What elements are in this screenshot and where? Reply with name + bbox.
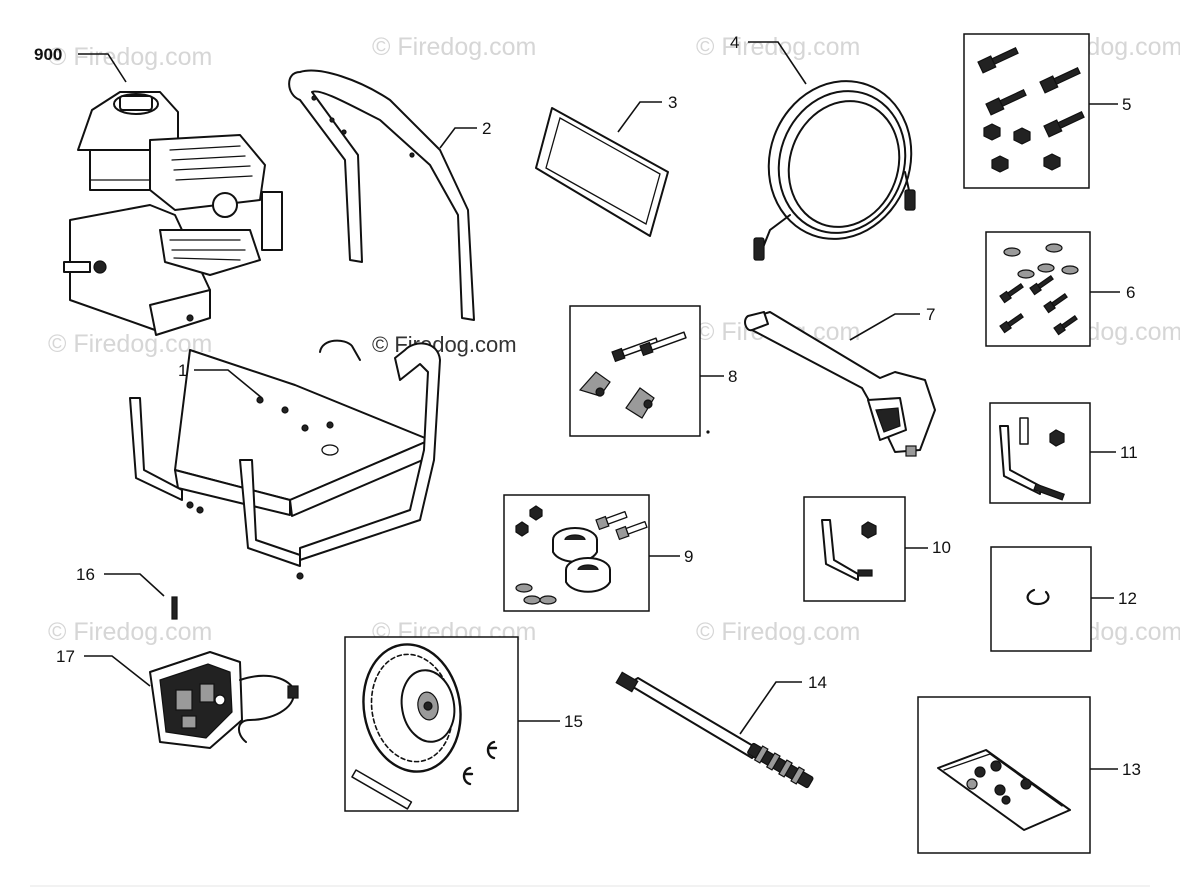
callout-label: 10	[932, 538, 951, 557]
watermark: © Firedog.com	[48, 43, 212, 71]
callout-17: 17	[56, 647, 151, 687]
credit-text: © Firedog.com	[372, 332, 517, 357]
callout-15: 15	[518, 712, 583, 731]
callout-5: 5	[1089, 95, 1131, 114]
callout-4: 4	[730, 33, 807, 85]
part-engine-900[interactable]	[63, 91, 283, 336]
part-bolts-5[interactable]	[963, 33, 1090, 189]
part-wand-14[interactable]	[615, 671, 814, 790]
watermarks: © Firedog.com © Firedog.com © Firedog.co…	[48, 33, 1180, 646]
callout-13: 13	[1090, 760, 1141, 779]
callout-label: 6	[1126, 283, 1135, 302]
part-panel-3[interactable]	[535, 107, 669, 237]
callout-12: 12	[1091, 589, 1137, 608]
callout-16: 16	[76, 565, 165, 597]
callout-label: 3	[668, 93, 677, 112]
callout-6: 6	[1090, 283, 1135, 302]
callout-label: 2	[482, 119, 491, 138]
callout-label: 1	[178, 361, 187, 380]
callout-label: 16	[76, 565, 95, 584]
callout-label: 4	[730, 33, 739, 52]
part-spray-gun-7[interactable]	[744, 311, 936, 457]
part-hardware-6[interactable]	[985, 231, 1091, 347]
part-clip-12[interactable]	[990, 546, 1092, 652]
callout-label: 12	[1118, 589, 1137, 608]
callout-label: 11	[1120, 443, 1138, 462]
stray-mark	[706, 430, 710, 434]
watermark: © Firedog.com	[48, 330, 212, 358]
callout-label: 900	[34, 45, 62, 64]
callout-label: 15	[564, 712, 583, 731]
part-pin-10[interactable]	[803, 496, 906, 602]
part-pin-11[interactable]	[989, 402, 1091, 504]
callout-2: 2	[439, 119, 491, 149]
watermark: © Firedog.com	[372, 33, 536, 61]
watermark: © Firedog.com	[48, 618, 212, 646]
callout-label: 9	[684, 547, 693, 566]
callout-3: 3	[617, 93, 677, 133]
callout-1: 1	[178, 361, 263, 399]
callout-9: 9	[649, 547, 693, 566]
part-frame-1[interactable]	[129, 339, 441, 580]
part-hardware-bag-13[interactable]	[917, 696, 1091, 854]
callout-label: 5	[1122, 95, 1131, 114]
callout-11: 11	[1090, 443, 1138, 462]
watermark: © Firedog.com	[696, 618, 860, 646]
callout-label: 14	[808, 673, 827, 692]
part-wheel-kit-15[interactable]	[344, 636, 519, 812]
callout-label: 13	[1122, 760, 1141, 779]
callout-label: 17	[56, 647, 75, 666]
part-handle-2[interactable]	[288, 69, 475, 321]
callout-label: 8	[728, 367, 737, 386]
callout-900: 900	[34, 45, 127, 83]
callout-14: 14	[739, 673, 827, 735]
callout-7: 7	[849, 305, 935, 341]
part-knobs-8[interactable]	[569, 305, 701, 437]
part-pump-17[interactable]	[149, 651, 299, 749]
watermark: © Firedog.com	[696, 33, 860, 61]
callout-8: 8	[700, 367, 737, 386]
part-pin-16[interactable]	[171, 596, 178, 620]
part-bushings-9[interactable]	[503, 494, 650, 612]
callout-label: 7	[926, 305, 935, 324]
part-hose-4[interactable]	[747, 61, 933, 261]
callout-10: 10	[905, 538, 951, 557]
